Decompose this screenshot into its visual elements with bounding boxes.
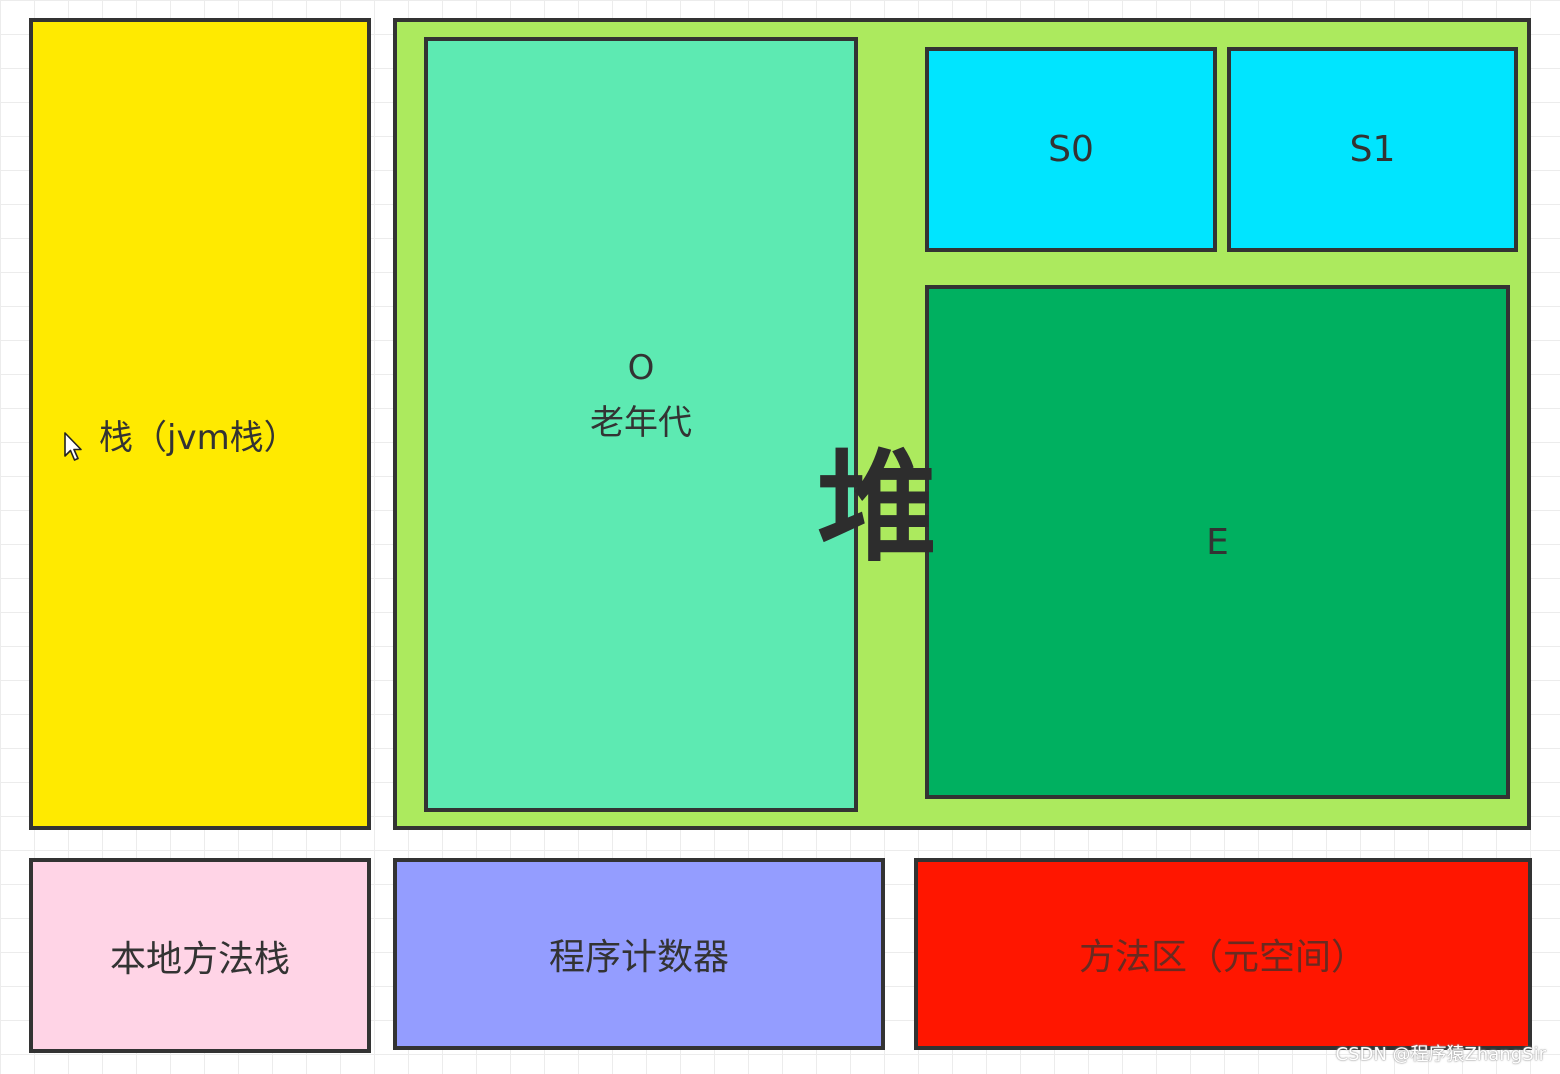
jvm-stack-region: 栈（jvm栈） [29,18,371,830]
survivor-s0-label: S0 [1048,129,1094,170]
program-counter-label: 程序计数器 [548,937,729,978]
method-area-region: 方法区（元空间） [914,858,1532,1050]
old-generation-region: O 老年代 [424,37,858,812]
watermark: CSDN @程序猿ZhangSir [1335,1044,1546,1065]
old-generation-label: 老年代 [590,403,692,443]
survivor-s0-region: S0 [925,47,1217,252]
method-area-label: 方法区（元空间） [1078,937,1367,978]
eden-label: E [1206,521,1229,563]
jvm-stack-label: 栈（jvm栈） [99,418,298,458]
survivor-s1-region: S1 [1227,47,1518,252]
program-counter-region: 程序计数器 [393,858,885,1050]
heap-region: O 老年代 S0 S1 E 堆 [393,18,1531,830]
native-method-stack-label: 本地方法栈 [109,938,290,980]
native-method-stack-region: 本地方法栈 [29,858,371,1053]
old-generation-letter: O [627,348,655,388]
survivor-s1-label: S1 [1349,129,1396,170]
eden-region: E [925,285,1510,799]
mouse-pointer-icon [64,432,82,461]
heap-title: 堆 [817,439,937,578]
